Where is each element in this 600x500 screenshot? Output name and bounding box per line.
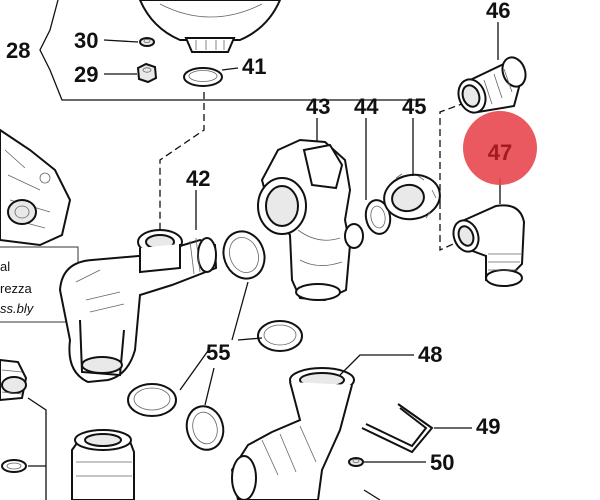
callout-48: 48 <box>418 342 442 367</box>
elbow-fitting-47 <box>452 204 526 287</box>
callout-49: 49 <box>476 414 500 439</box>
ring-nut-45 <box>383 173 441 221</box>
hose-tail-46 <box>457 56 527 114</box>
pump-head-part <box>138 0 282 53</box>
u-pin-49 <box>361 403 434 454</box>
callout-45: 45 <box>402 94 426 119</box>
note-line-1: al <box>0 259 10 274</box>
callout-29: 29 <box>74 62 98 87</box>
o-ring-55-d <box>185 405 225 451</box>
note-line-2: rezza <box>0 281 33 296</box>
o-ring-44 <box>364 199 392 235</box>
callout-43: 43 <box>306 94 330 119</box>
highlight-circle-47 <box>463 111 537 185</box>
fitting-lower-left <box>0 358 28 402</box>
o-ring-55-a <box>222 230 266 280</box>
washer-50 <box>348 457 381 500</box>
bracket-28 <box>39 0 420 101</box>
o-ring-55-c <box>127 383 177 417</box>
callout-44: 44 <box>354 94 379 119</box>
pump-body-partial <box>0 128 72 247</box>
connector-lower <box>71 429 135 500</box>
callout-47: 47 <box>488 140 512 165</box>
callout-55: 55 <box>206 340 230 365</box>
o-ring-41 <box>183 67 223 87</box>
o-ring-55-b <box>257 320 303 352</box>
valve-body-43 <box>257 138 364 302</box>
callout-41: 41 <box>242 54 266 79</box>
hex-nut-29 <box>136 62 158 84</box>
callout-30: 30 <box>74 28 98 53</box>
manifold-42 <box>58 229 218 384</box>
manifold-48 <box>230 367 355 500</box>
callout-50: 50 <box>430 450 454 475</box>
callout-28: 28 <box>6 38 30 63</box>
nut-30 <box>139 37 155 47</box>
callout-42: 42 <box>186 166 210 191</box>
note-line-3: ss.bly <box>0 301 35 316</box>
callout-46: 46 <box>486 0 510 23</box>
o-ring-lower-left <box>1 459 27 473</box>
